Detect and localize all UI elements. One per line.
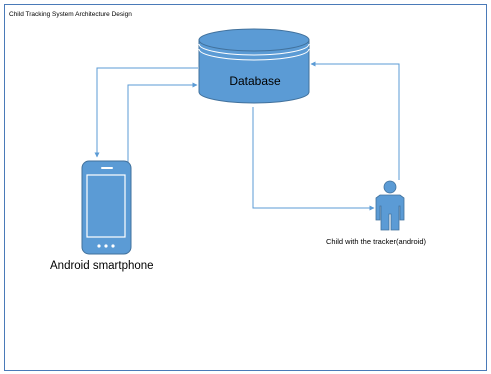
edge-database-to-child (252, 107, 375, 211)
edge-phone-to-database (127, 82, 198, 163)
edge-database-to-phone (94, 67, 198, 158)
smartphone-icon (81, 160, 132, 255)
child-person-icon (375, 180, 405, 231)
diagram-title: Child Tracking System Architecture Desig… (9, 11, 132, 18)
diagram-frame (4, 4, 487, 371)
edge-child-to-database (310, 61, 400, 180)
database-label: Database (229, 74, 281, 88)
smartphone-label: Android smartphone (50, 260, 154, 272)
child-label: Child with the tracker(android) (326, 237, 427, 246)
database-cylinder-icon (198, 28, 310, 104)
